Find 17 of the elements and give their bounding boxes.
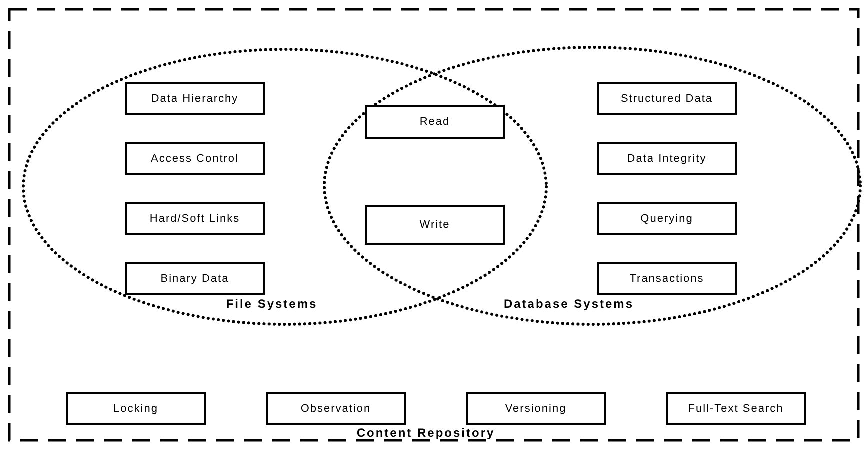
feature-box: Hard/Soft Links bbox=[125, 202, 265, 235]
feature-box: Structured Data bbox=[597, 82, 737, 115]
feature-box: Access Control bbox=[125, 142, 265, 175]
group-title: File Systems bbox=[225, 297, 319, 311]
feature-box: Locking bbox=[66, 392, 206, 425]
group-title: Database Systems bbox=[502, 297, 636, 311]
feature-box: Transactions bbox=[597, 262, 737, 295]
feature-box: Data Integrity bbox=[597, 142, 737, 175]
feature-box: Binary Data bbox=[125, 262, 265, 295]
feature-box: Data Hierarchy bbox=[125, 82, 265, 115]
feature-box: Versioning bbox=[466, 392, 606, 425]
group-title: Content Repository bbox=[356, 426, 496, 440]
feature-box: Full-Text Search bbox=[666, 392, 806, 425]
feature-box: Write bbox=[365, 205, 505, 245]
feature-box: Read bbox=[365, 105, 505, 139]
feature-box: Observation bbox=[266, 392, 406, 425]
feature-box: Querying bbox=[597, 202, 737, 235]
